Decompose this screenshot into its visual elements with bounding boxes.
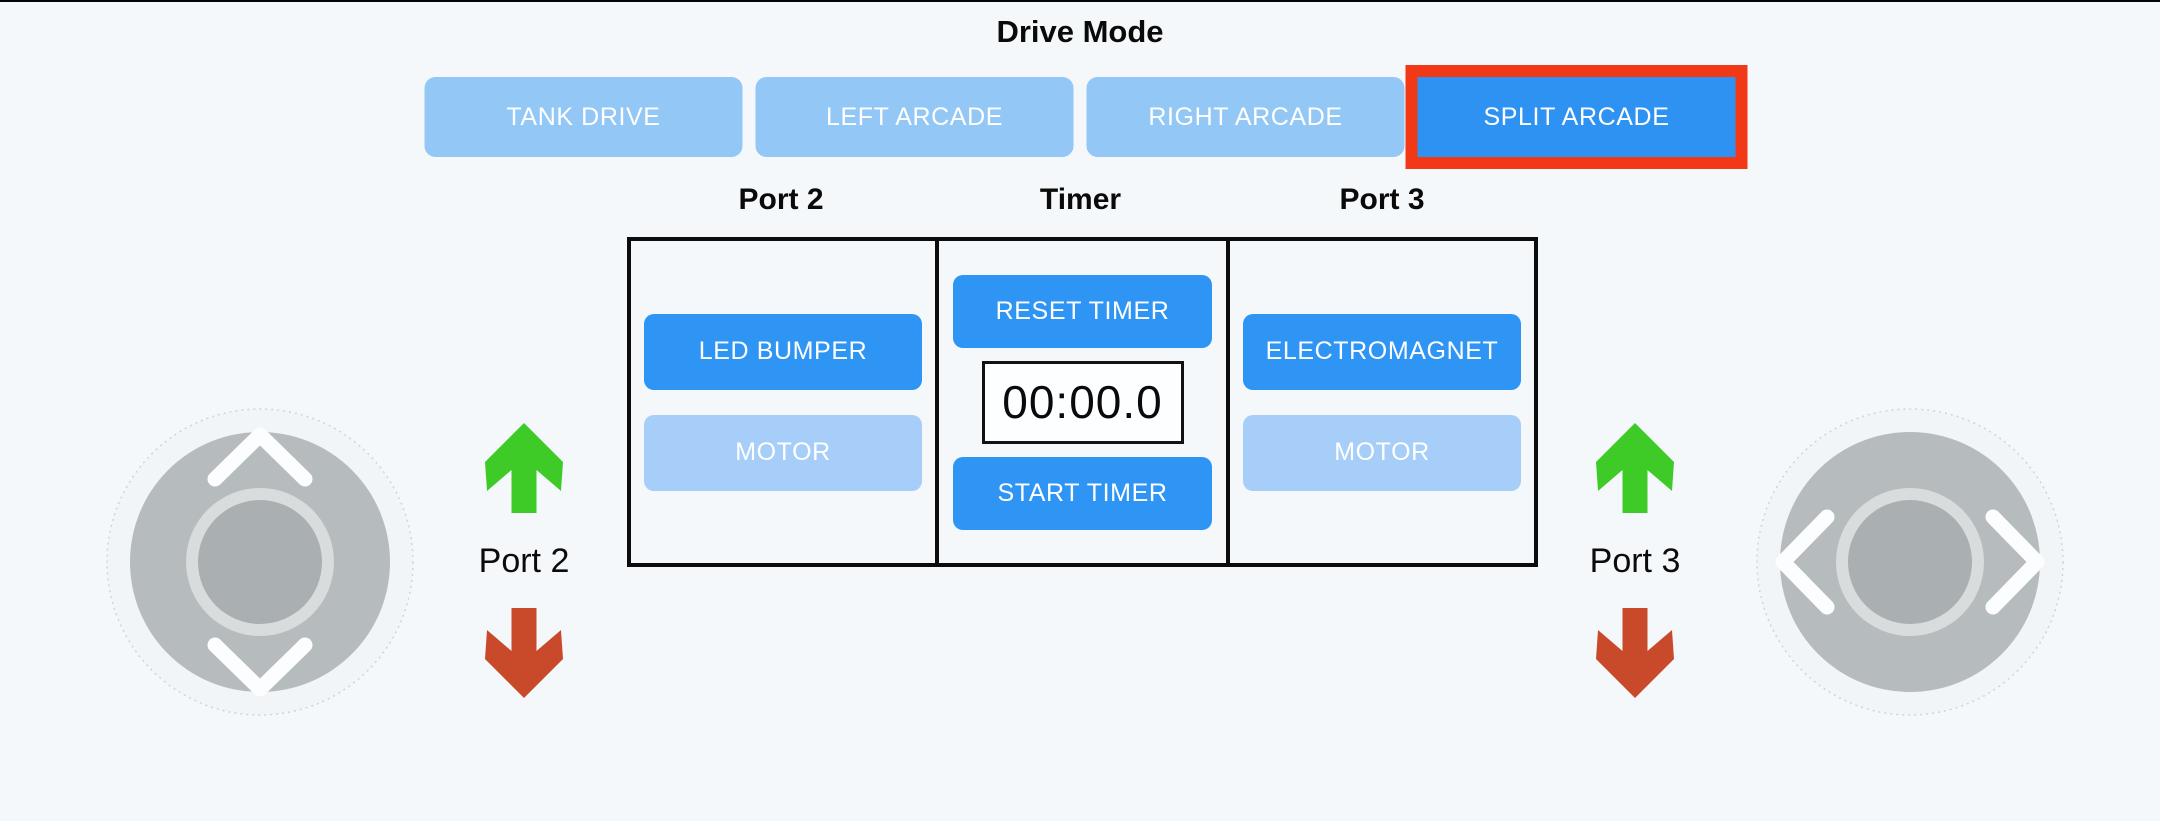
port3-column-header: Port 3 xyxy=(1339,183,1425,216)
timer-column-header: Timer xyxy=(1039,183,1122,216)
right-joystick-knob[interactable] xyxy=(1836,488,1984,636)
led-bumper-button[interactable]: LED BUMPER xyxy=(644,313,922,390)
port2-column-header: Port 2 xyxy=(738,183,824,216)
port3-column: ELECTROMAGNET MOTOR xyxy=(1230,241,1534,563)
right-joystick[interactable] xyxy=(1755,407,2065,717)
port2-motor-button[interactable]: MOTOR xyxy=(644,414,922,491)
drive-mode-button-group: TANK DRIVE LEFT ARCADE RIGHT ARCADE SPLI… xyxy=(424,65,1748,169)
split-arcade-button-selected-highlight[interactable]: SPLIT ARCADE xyxy=(1405,65,1748,169)
port3-motor-button[interactable]: MOTOR xyxy=(1243,414,1521,491)
left-joystick-knob[interactable] xyxy=(186,488,334,636)
timer-column: RESET TIMER 00:00.0 START TIMER xyxy=(939,241,1230,563)
right-stick-port-label: Port 3 xyxy=(1589,542,1681,580)
chevron-left-icon xyxy=(1775,509,1835,615)
port3-down-arrow-icon xyxy=(1596,608,1674,698)
top-border-line xyxy=(0,0,2160,2)
left-joystick[interactable] xyxy=(105,407,415,717)
electromagnet-button[interactable]: ELECTROMAGNET xyxy=(1243,313,1521,390)
timer-display: 00:00.0 xyxy=(981,360,1184,444)
chevron-down-icon xyxy=(207,637,313,697)
port3-up-arrow-icon xyxy=(1596,423,1674,513)
left-arcade-button[interactable]: LEFT ARCADE xyxy=(755,77,1074,157)
chevron-up-icon xyxy=(207,427,313,487)
panel-column-headers: Port 2 Timer Port 3 xyxy=(627,183,1538,217)
tank-drive-button[interactable]: TANK DRIVE xyxy=(424,77,743,157)
start-timer-button[interactable]: START TIMER xyxy=(953,456,1212,530)
control-panel-table: LED BUMPER MOTOR RESET TIMER 00:00.0 STA… xyxy=(627,237,1538,567)
reset-timer-button[interactable]: RESET TIMER xyxy=(953,274,1212,348)
page-title: Drive Mode xyxy=(996,14,1164,49)
left-stick-port-label: Port 2 xyxy=(478,542,570,580)
chevron-right-icon xyxy=(1985,509,2045,615)
port2-down-arrow-icon xyxy=(485,608,563,698)
port2-up-arrow-icon xyxy=(485,423,563,513)
port2-column: LED BUMPER MOTOR xyxy=(631,241,939,563)
right-arcade-button[interactable]: RIGHT ARCADE xyxy=(1086,77,1405,157)
